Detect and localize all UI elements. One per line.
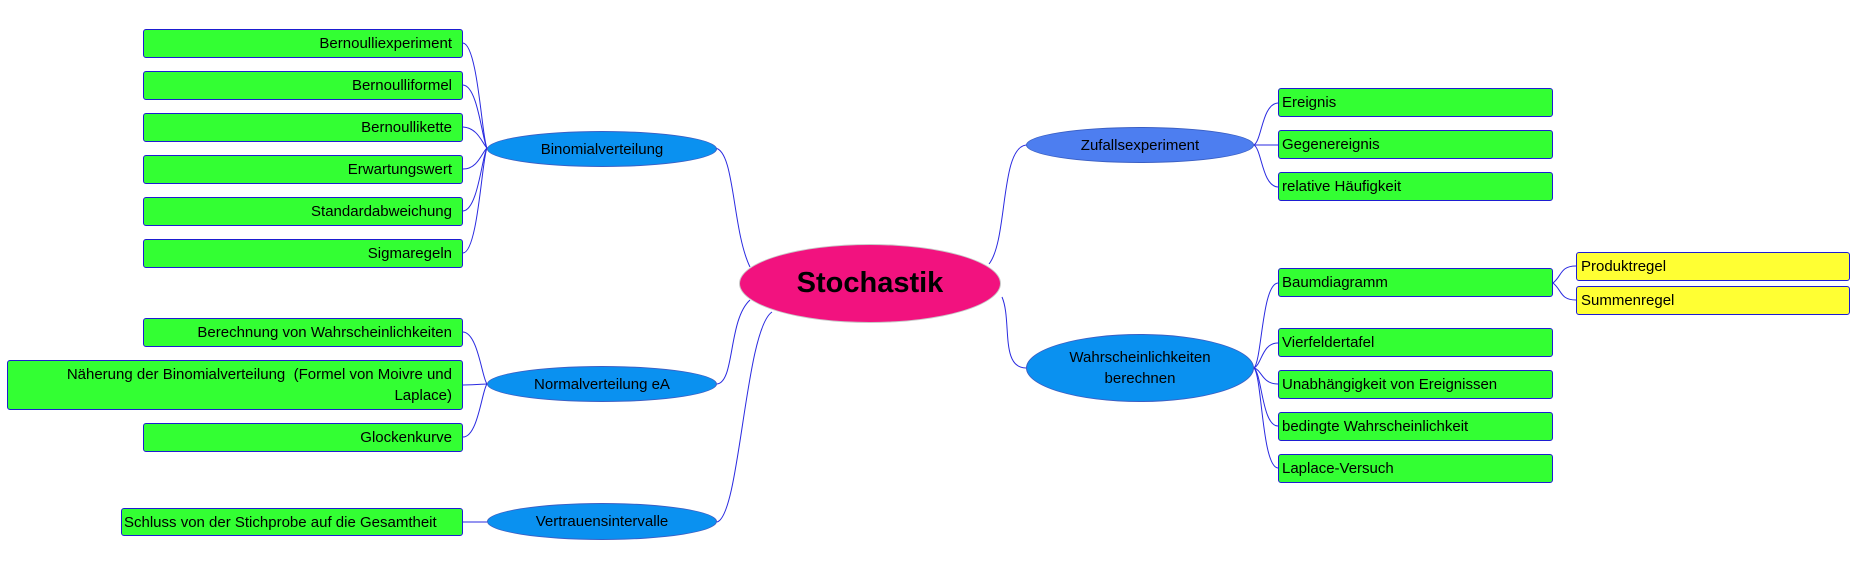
leaf-label-line2: Laplace) bbox=[394, 387, 452, 404]
leaf-bernoulliformel[interactable]: Bernoulliformel bbox=[143, 71, 463, 100]
leaf-label: Standardabweichung bbox=[311, 203, 452, 220]
connector-normal-naeherung bbox=[462, 383, 488, 386]
topic-zufallsexperiment-label: Zufallsexperiment bbox=[1080, 136, 1200, 154]
connector-binomial-sigmaregeln bbox=[462, 147, 488, 254]
leaf-schluss-stichprobe[interactable]: Schluss von der Stichprobe auf die Gesam… bbox=[121, 508, 463, 536]
connector-wahr-laplace bbox=[1253, 367, 1279, 469]
topic-wahrscheinlichkeiten-berechnen[interactable]: Wahrscheinlichkeiten berechnen bbox=[1026, 334, 1254, 402]
topic-zufallsexperiment[interactable]: Zufallsexperiment bbox=[1026, 127, 1254, 163]
leaf-summenregel[interactable]: Summenregel bbox=[1576, 286, 1850, 315]
leaf-label: Bernoullikette bbox=[361, 119, 452, 136]
connector-baum-produktregel bbox=[1552, 265, 1577, 284]
leaf-label: Produktregel bbox=[1581, 258, 1667, 275]
topic-normalverteilung[interactable]: Normalverteilung eA bbox=[487, 366, 717, 402]
leaf-gegenereignis[interactable]: Gegenereignis bbox=[1278, 130, 1553, 159]
leaf-erwartungswert[interactable]: Erwartungswert bbox=[143, 155, 463, 184]
connector-normal-berechnung bbox=[462, 331, 488, 385]
leaf-bernoullikette[interactable]: Bernoullikette bbox=[143, 113, 463, 142]
root-label: Stochastik bbox=[796, 267, 944, 299]
topic-binomialverteilung-label: Binomialverteilung bbox=[540, 140, 664, 158]
leaf-label: Gegenereignis bbox=[1282, 136, 1380, 153]
connector-root-binomialverteilung bbox=[714, 147, 751, 268]
topic-vertrauensintervalle[interactable]: Vertrauensintervalle bbox=[487, 503, 717, 540]
topic-wahrscheinlichkeiten-label-line2: berechnen bbox=[1104, 370, 1176, 387]
connector-root-wahrscheinlichkeiten bbox=[1001, 296, 1027, 369]
leaf-baumdiagramm[interactable]: Baumdiagramm bbox=[1278, 268, 1553, 297]
leaf-label: Berechnung von Wahrscheinlichkeiten bbox=[197, 324, 452, 341]
connector-wahr-bedingte bbox=[1253, 367, 1279, 427]
leaf-label: Sigmaregeln bbox=[367, 245, 452, 262]
leaf-bedingte-wahrscheinlichkeit[interactable]: bedingte Wahrscheinlichkeit bbox=[1278, 412, 1553, 441]
leaf-glockenkurve[interactable]: Glockenkurve bbox=[143, 423, 463, 452]
leaf-vierfeldertafel[interactable]: Vierfeldertafel bbox=[1278, 328, 1553, 357]
leaf-label-line1: Näherung der Binomialverteilung (Formel … bbox=[66, 366, 452, 383]
connector-binomial-standardabweichung bbox=[462, 147, 488, 212]
connector-wahr-unabhaengigkeit bbox=[1253, 367, 1279, 385]
leaf-label: Schluss von der Stichprobe auf die Gesam… bbox=[124, 513, 437, 531]
leaf-label: Glockenkurve bbox=[360, 429, 452, 446]
leaf-relative-haeufigkeit[interactable]: relative Häufigkeit bbox=[1278, 172, 1553, 201]
leaf-label: Unabhängigkeit von Ereignissen bbox=[1282, 376, 1498, 393]
connector-binomial-bernoullikette bbox=[462, 126, 488, 149]
leaf-label: Erwartungswert bbox=[347, 161, 452, 178]
topic-normalverteilung-label: Normalverteilung eA bbox=[534, 375, 670, 393]
leaf-label: Vierfeldertafel bbox=[1282, 334, 1375, 351]
leaf-label: Summenregel bbox=[1581, 292, 1675, 309]
topic-wahrscheinlichkeiten-label-line1: Wahrscheinlichkeiten bbox=[1069, 349, 1211, 366]
leaf-label: Bernoulliexperiment bbox=[319, 35, 452, 52]
leaf-label: Ereignis bbox=[1282, 94, 1337, 111]
leaf-ereignis[interactable]: Ereignis bbox=[1278, 88, 1553, 117]
leaf-label: relative Häufigkeit bbox=[1282, 178, 1402, 195]
leaf-berechnung-wahrscheinlichkeiten[interactable]: Berechnung von Wahrscheinlichkeiten bbox=[143, 318, 463, 347]
connector-root-vertrauensintervalle bbox=[716, 311, 773, 523]
leaf-naeherung-binomialverteilung[interactable]: Näherung der Binomialverteilung (Formel … bbox=[7, 360, 463, 410]
leaf-unabhaengigkeit[interactable]: Unabhängigkeit von Ereignissen bbox=[1278, 370, 1553, 399]
leaf-label: Baumdiagramm bbox=[1282, 274, 1388, 291]
leaf-label: Laplace-Versuch bbox=[1282, 460, 1394, 477]
root-topic-stochastik[interactable]: Stochastik bbox=[739, 244, 1001, 323]
leaf-sigmaregeln[interactable]: Sigmaregeln bbox=[143, 239, 463, 268]
connector-zufall-ereignis bbox=[1253, 102, 1279, 146]
topic-binomialverteilung[interactable]: Binomialverteilung bbox=[487, 131, 717, 167]
connector-binomial-bernoulliformel bbox=[462, 84, 488, 149]
connector-baum-summenregel bbox=[1552, 282, 1577, 301]
connector-normal-glockenkurve bbox=[462, 383, 488, 438]
connector-wahr-baumdiagramm bbox=[1253, 282, 1279, 369]
connector-root-normalverteilung bbox=[716, 299, 751, 385]
leaf-label: bedingte Wahrscheinlichkeit bbox=[1282, 418, 1469, 435]
connector-binomial-erwartungswert bbox=[462, 147, 488, 170]
leaf-label: Bernoulliformel bbox=[351, 77, 452, 94]
connector-wahr-vierfeldertafel bbox=[1253, 342, 1279, 369]
leaf-standardabweichung[interactable]: Standardabweichung bbox=[143, 197, 463, 226]
leaf-laplace-versuch[interactable]: Laplace-Versuch bbox=[1278, 454, 1553, 483]
leaf-bernoulliexperiment[interactable]: Bernoulliexperiment bbox=[143, 29, 463, 58]
connector-zufall-haeufigkeit bbox=[1253, 144, 1279, 188]
leaf-produktregel[interactable]: Produktregel bbox=[1576, 252, 1850, 281]
topic-vertrauensintervalle-label: Vertrauensintervalle bbox=[535, 513, 669, 530]
connector-root-zufallsexperiment bbox=[988, 144, 1027, 265]
